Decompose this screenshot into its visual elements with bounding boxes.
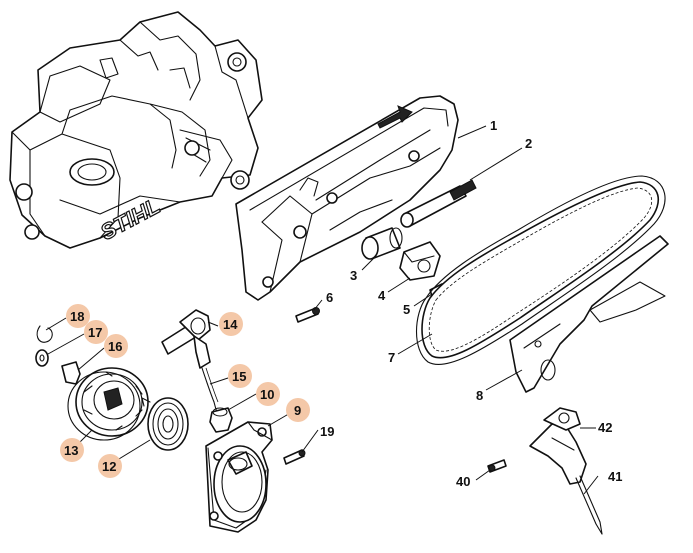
callout-14-label: 14 bbox=[223, 317, 238, 332]
callout-1: 1 bbox=[490, 118, 497, 133]
part-6-screw bbox=[295, 307, 320, 323]
callout-10-highlight bbox=[256, 382, 280, 406]
callout-3-label: 3 bbox=[350, 268, 357, 283]
callout-42: 42 bbox=[598, 420, 612, 435]
callout-42-label: 42 bbox=[598, 420, 612, 435]
callout-18: 18 bbox=[66, 304, 90, 328]
callout-18-label: 18 bbox=[70, 309, 84, 324]
part-16-pawl bbox=[61, 361, 81, 385]
callout-8: 8 bbox=[476, 388, 483, 403]
callout-1-label: 1 bbox=[490, 118, 497, 133]
callout-17-highlight bbox=[84, 320, 108, 344]
callout-2-label: 2 bbox=[525, 136, 532, 151]
part-7-saw-chain bbox=[416, 175, 666, 365]
callout-14-highlight bbox=[219, 312, 243, 336]
part-42-combination-wrench bbox=[529, 407, 587, 485]
part-12-rewind-spring bbox=[141, 397, 189, 451]
callout-16: 16 bbox=[104, 334, 128, 358]
leader-lines bbox=[45, 125, 599, 495]
callout-12: 12 bbox=[98, 454, 122, 478]
part-14-starter-grip bbox=[161, 309, 211, 369]
callout-17: 17 bbox=[84, 320, 108, 344]
callout-5: 5 bbox=[403, 302, 410, 317]
callout-19-label: 19 bbox=[320, 424, 334, 439]
callout-6-label: 6 bbox=[326, 290, 333, 305]
callout-2: 2 bbox=[525, 136, 532, 151]
callout-14: 14 bbox=[219, 312, 243, 336]
callout-17-label: 17 bbox=[88, 325, 102, 340]
part-41-screwdriver-blade bbox=[575, 475, 603, 535]
callout-16-label: 16 bbox=[108, 339, 122, 354]
part-4-tensioner-slide bbox=[399, 241, 441, 281]
callout-4-label: 4 bbox=[378, 288, 386, 303]
callout-12-label: 12 bbox=[102, 459, 116, 474]
callout-15-highlight bbox=[228, 364, 252, 388]
part-8-guide-bar bbox=[509, 235, 669, 393]
part-13-rope-rotor bbox=[67, 367, 149, 441]
callout-10: 10 bbox=[256, 382, 280, 406]
callout-12-highlight bbox=[98, 454, 122, 478]
chain-sprocket-cover bbox=[235, 95, 459, 301]
callout-41: 41 bbox=[608, 469, 622, 484]
part-18-circlip bbox=[36, 325, 53, 343]
callout-9-label: 9 bbox=[294, 403, 301, 418]
callout-5-label: 5 bbox=[403, 302, 410, 317]
callout-13: 13 bbox=[60, 438, 84, 462]
part-19-screw bbox=[283, 449, 306, 465]
engine-housing: STIHL bbox=[9, 11, 263, 249]
callout-7-label: 7 bbox=[388, 350, 395, 365]
part-2-adjusting-screw bbox=[400, 179, 477, 228]
callout-19: 19 bbox=[320, 424, 334, 439]
part-10-rope-guide-bush bbox=[209, 407, 233, 433]
callout-40: 40 bbox=[456, 474, 470, 489]
callout-16-highlight bbox=[104, 334, 128, 358]
callout-7: 7 bbox=[388, 350, 395, 365]
callout-41-label: 41 bbox=[608, 469, 622, 484]
part-17-washer bbox=[35, 349, 49, 367]
callout-10-label: 10 bbox=[260, 387, 274, 402]
callout-13-label: 13 bbox=[64, 443, 78, 458]
callout-3: 3 bbox=[350, 268, 357, 283]
part-3-tensioner-gear bbox=[361, 227, 403, 260]
callout-18-highlight bbox=[66, 304, 90, 328]
callout-8-label: 8 bbox=[476, 388, 483, 403]
callout-9: 9 bbox=[286, 398, 310, 422]
callout-9-highlight bbox=[286, 398, 310, 422]
callout-4: 4 bbox=[378, 288, 386, 303]
callout-15-label: 15 bbox=[232, 369, 246, 384]
callout-40-label: 40 bbox=[456, 474, 470, 489]
part-9-fan-housing bbox=[205, 421, 273, 533]
callout-15: 15 bbox=[228, 364, 252, 388]
part-40-screw bbox=[487, 459, 507, 473]
callout-6: 6 bbox=[326, 290, 333, 305]
callout-13-highlight bbox=[60, 438, 84, 462]
